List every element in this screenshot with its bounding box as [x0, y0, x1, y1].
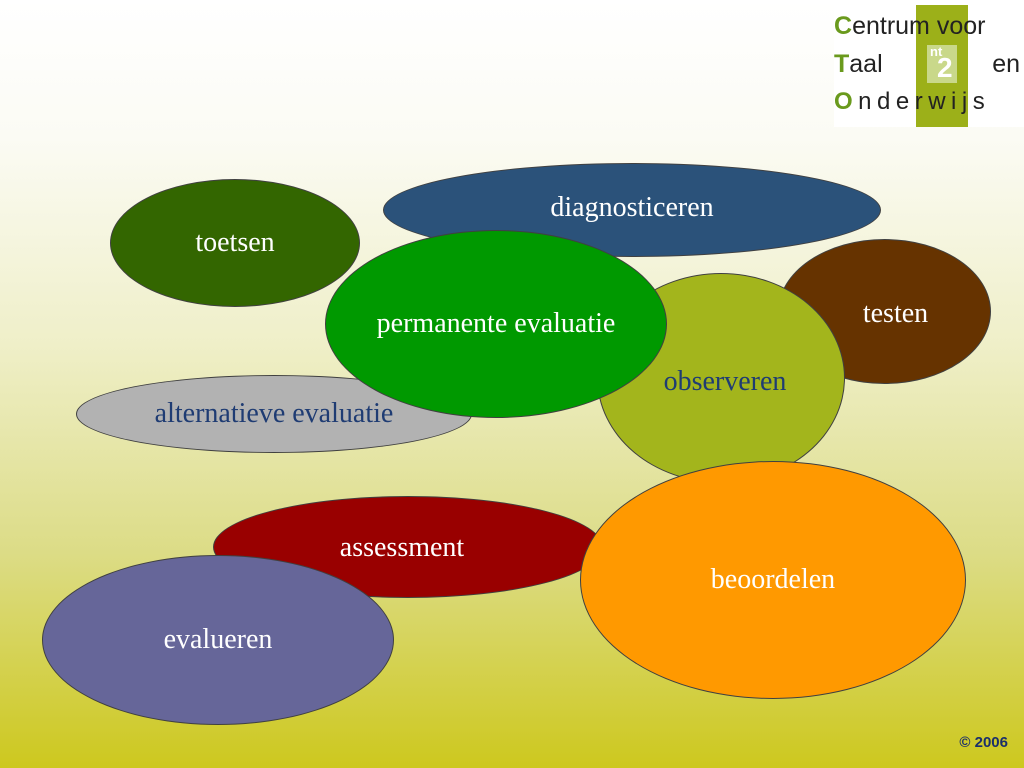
term-toetsen: toetsen: [110, 179, 360, 307]
nt2-badge-digit: 2: [937, 52, 953, 83]
cto-logo: nt 2 Centrum voor Taal en Onderwijs: [834, 5, 1024, 127]
term-beoordelen-label: beoordelen: [710, 564, 836, 595]
term-evalueren: evalueren: [42, 555, 394, 725]
term-alternatieve-evaluatie-label: alternatieve evaluatie: [154, 398, 394, 429]
term-permanente-evaluatie: permanente evaluatie: [325, 230, 667, 418]
logo-initial-o: O: [834, 88, 859, 115]
term-testen-label: testen: [862, 298, 929, 329]
nt2-badge-superscript: nt: [930, 44, 943, 59]
copyright-notice: © 2006: [959, 734, 1008, 751]
term-observeren-label: observeren: [663, 366, 787, 397]
logo-initial-c: C: [834, 12, 853, 40]
term-permanente-evaluatie-label: permanente evaluatie: [376, 308, 616, 339]
logo-line-onderwijs: Onderwijs: [834, 88, 990, 116]
logo-word-voor: voor: [929, 12, 986, 40]
term-assessment-label: assessment: [339, 532, 465, 563]
nt2-badge: nt 2: [927, 44, 957, 83]
logo-word-en: en: [992, 50, 1020, 78]
term-toetsen-label: toetsen: [195, 227, 275, 258]
logo-word-centrum: entrum: [852, 12, 930, 40]
logo-word-onderwijs: nderwijs: [858, 88, 991, 115]
term-evalueren-label: evalueren: [163, 624, 273, 655]
logo-initial-t: T: [834, 50, 850, 78]
logo-word-taal: aal: [849, 50, 883, 78]
logo-line-taal: Taal en: [834, 50, 1024, 78]
logo-line-centrum: Centrum voor: [834, 12, 985, 40]
term-diagnosticeren-label: diagnosticeren: [550, 192, 714, 223]
term-beoordelen: beoordelen: [580, 461, 966, 699]
